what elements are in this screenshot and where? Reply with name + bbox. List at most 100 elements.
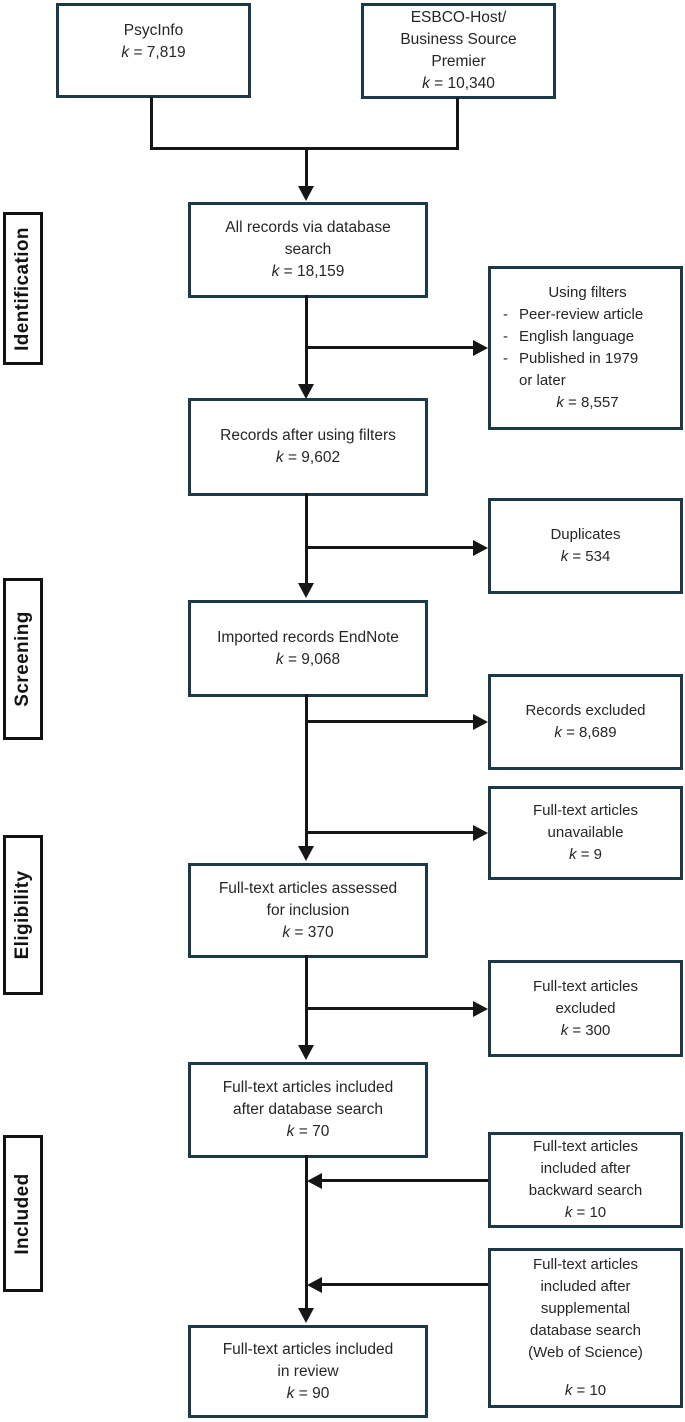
k-value: = 9,602 [283, 449, 341, 466]
connector-v1 [305, 295, 308, 387]
k-symbol: k [286, 1123, 295, 1140]
source-ebsco-count: k = 10,340 [422, 73, 495, 95]
side-box-backward: Full-text articles included after backwa… [488, 1132, 683, 1228]
k-value: = 9,068 [283, 650, 341, 668]
side-duplicates-count: k = 534 [561, 546, 611, 568]
k-value: = 300 [568, 1021, 611, 1039]
source-ebsco-line3: Premier [431, 53, 486, 70]
side-records-excluded-count: k = 8,689 [554, 722, 616, 744]
flow-included-db-count: k = 70 [287, 1121, 330, 1143]
side-records-excluded-line1: Records excluded [525, 702, 646, 719]
stage-label-eligibility: Eligibility [3, 835, 43, 995]
side-ft-excluded-line2: excluded [555, 999, 616, 1017]
flow-box-assessed: Full-text articles assessed for inclusio… [188, 863, 428, 958]
using-filters-body: Using filters - Peer-review article - En… [491, 282, 680, 414]
flow-included-review-count: k = 90 [287, 1383, 330, 1405]
k-value: = 534 [568, 548, 611, 565]
k-value: = 8,689 [561, 724, 617, 741]
flow-all-records-line1: All records via database [225, 219, 391, 236]
side-backward-line2: included after [540, 1160, 631, 1177]
arrowhead-unavailable [473, 825, 488, 841]
branch-to-ft-excluded [306, 1007, 474, 1010]
connector-v5 [305, 1155, 308, 1311]
k-symbol: k [121, 44, 130, 61]
k-symbol: k [282, 923, 291, 941]
arrowhead-into-included-db [298, 1045, 314, 1060]
connector-v2 [305, 493, 308, 585]
arrowhead-using-filters [473, 340, 488, 356]
source-box-ebsco: ESBCO-Host/ Business Source Premier k = … [361, 3, 556, 99]
source-ebsco-line2: Business Source [400, 31, 517, 48]
stage-label-identification-text: Identification [12, 226, 33, 351]
filter-item-3-text2: or later [519, 372, 566, 389]
flow-box-all-records: All records via database search k = 18,1… [188, 202, 428, 298]
flow-after-filters-count: k = 9,602 [276, 447, 340, 469]
k-value: = 10 [572, 1382, 607, 1399]
connector-v4 [305, 955, 308, 1048]
connector-v3 [305, 694, 308, 849]
side-box-supplemental: Full-text articles included after supple… [488, 1248, 683, 1408]
connector-psycinfo-stub [150, 97, 153, 150]
k-value: = 10,340 [429, 75, 495, 92]
filter-item-3-text: Published in 1979 [519, 350, 639, 367]
k-symbol: k [560, 548, 569, 565]
filter-item-2-text: English language [519, 328, 635, 345]
filter-item-3-continued: or later [503, 370, 672, 392]
bullet-marker: - [503, 350, 508, 367]
arrowhead-into-assessed [298, 846, 314, 861]
flow-imported-count: k = 9,068 [276, 649, 340, 671]
k-symbol: k [569, 846, 577, 863]
flow-included-db-line1: Full-text articles included [222, 1079, 394, 1096]
flow-after-filters-line1: Records after using filters [220, 427, 396, 444]
bullet-marker: - [503, 306, 508, 323]
flow-all-records-line2: search [284, 241, 332, 258]
stage-label-identification: Identification [3, 212, 43, 365]
k-symbol: k [564, 1382, 573, 1399]
flow-all-records-count: k = 18,159 [272, 261, 345, 283]
k-value: = 7,819 [129, 44, 186, 61]
branch-to-records-excluded [306, 720, 474, 723]
side-box-ft-excluded: Full-text articles excluded k = 300 [488, 960, 683, 1057]
flow-box-after-filters: Records after using filters k = 9,602 [188, 398, 428, 496]
side-unavailable-line1: Full-text articles [532, 802, 639, 819]
k-value: = 70 [294, 1123, 330, 1140]
stage-label-eligibility-text: Eligibility [12, 870, 33, 960]
arrowhead-into-imported [298, 583, 314, 598]
flow-box-included-review: Full-text articles included in review k … [188, 1325, 428, 1418]
flow-assessed-count: k = 370 [282, 922, 333, 944]
arrowhead-into-included-review [298, 1308, 314, 1323]
side-backward-count: k = 10 [565, 1202, 606, 1224]
k-symbol: k [422, 75, 430, 92]
arrowhead-from-supplemental [307, 1277, 322, 1293]
k-value: = 370 [290, 923, 334, 941]
branch-from-backward [320, 1179, 488, 1182]
branch-to-using-filters [306, 346, 474, 349]
k-value: = 90 [294, 1384, 330, 1402]
branch-to-duplicates [306, 546, 474, 549]
k-symbol: k [554, 724, 562, 741]
using-filters-title: Using filters [548, 284, 627, 301]
filter-item-2: - English language [503, 326, 672, 348]
side-ft-excluded-count: k = 300 [561, 1020, 611, 1042]
source-ebsco-line1: ESBCO-Host/ [410, 9, 507, 26]
filter-item-1-text: Peer-review article [519, 306, 644, 323]
side-backward-line3: backward search [528, 1182, 643, 1199]
k-value: = 9 [576, 846, 602, 863]
side-duplicates-line1: Duplicates [550, 526, 621, 543]
arrowhead-into-all-records [298, 186, 314, 201]
side-box-unavailable: Full-text articles unavailable k = 9 [488, 786, 683, 880]
arrowhead-from-backward [307, 1173, 322, 1189]
k-symbol: k [275, 650, 284, 668]
flow-included-db-line2: after database search [233, 1101, 383, 1118]
arrowhead-duplicates [473, 540, 488, 556]
flow-assessed-line2: for inclusion [266, 901, 350, 919]
stage-label-included: Included [3, 1135, 43, 1292]
branch-from-supplemental [320, 1283, 488, 1286]
side-supplemental-count: k = 10 [565, 1380, 606, 1402]
side-ft-excluded-line1: Full-text articles [532, 977, 639, 995]
side-backward-line1: Full-text articles [532, 1138, 639, 1155]
branch-to-unavailable [306, 831, 474, 834]
k-symbol: k [275, 449, 284, 466]
k-symbol: k [286, 1384, 295, 1402]
